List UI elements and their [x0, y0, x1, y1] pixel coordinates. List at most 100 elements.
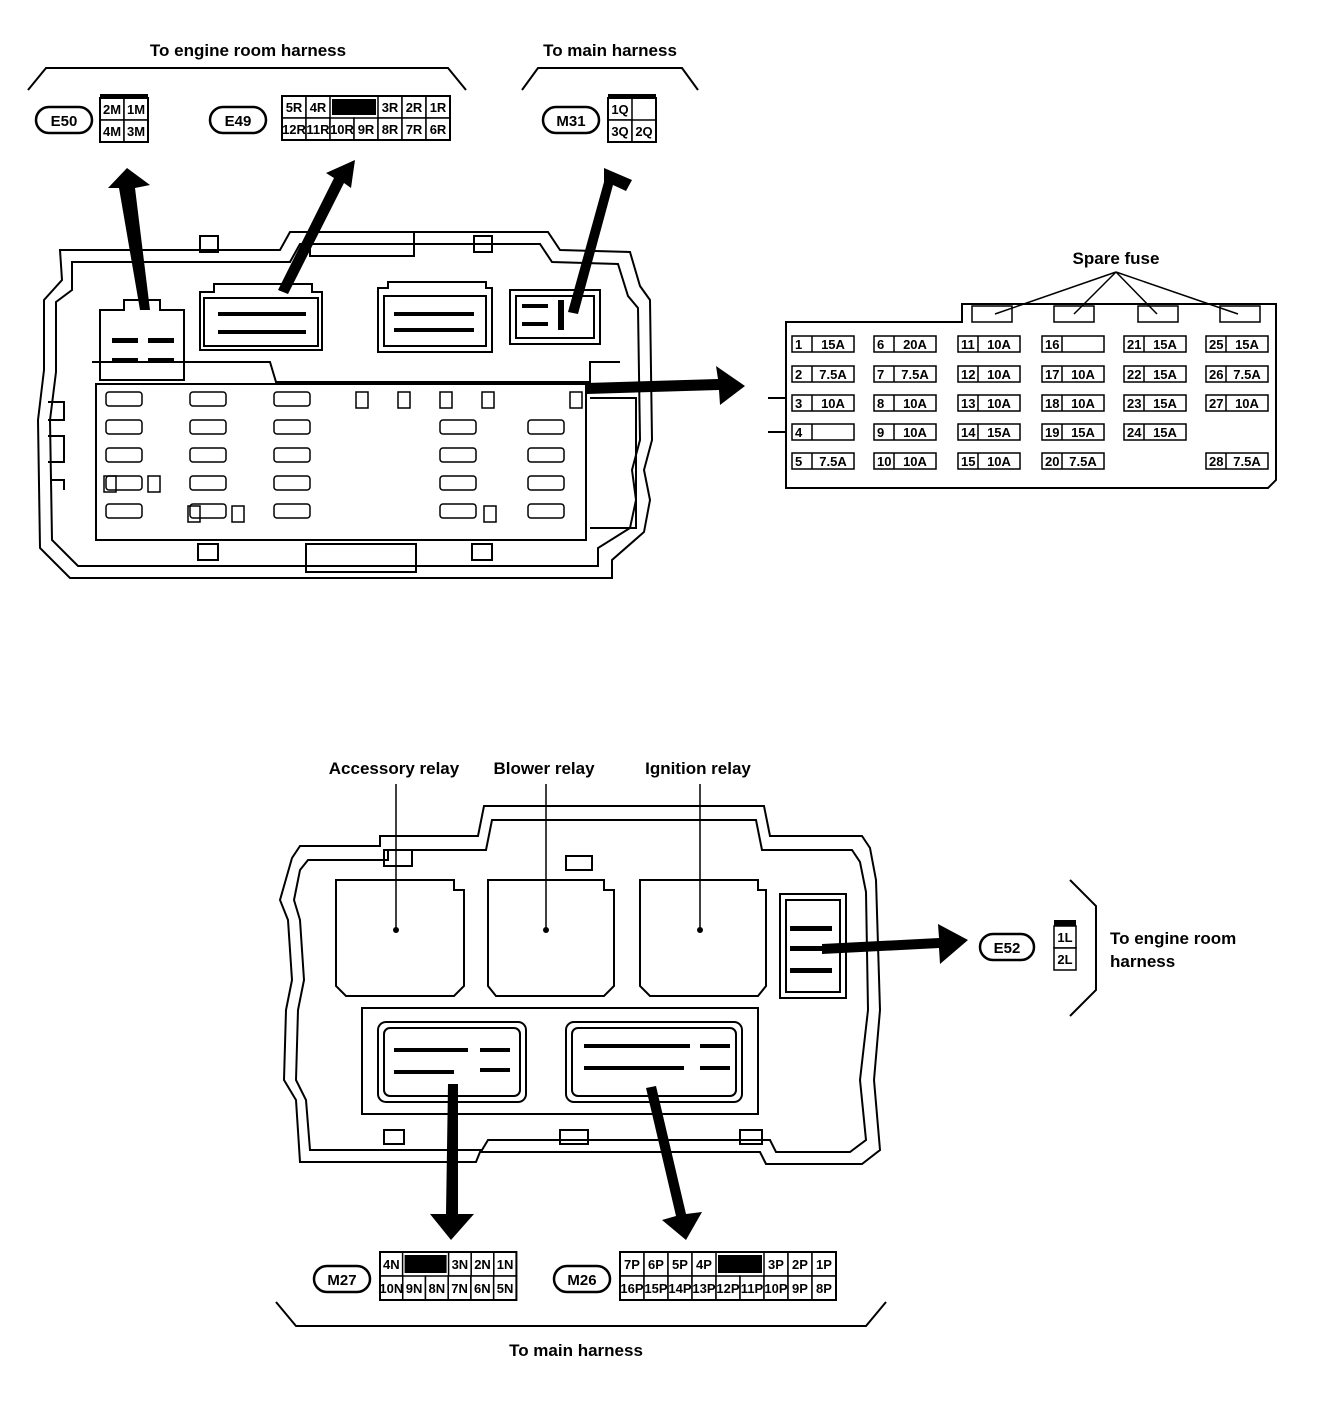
- fuse-cell: [791, 423, 855, 441]
- fuse-slot: [189, 475, 227, 491]
- bottom-relay-block: [278, 805, 882, 1165]
- fuse-number: 9: [877, 425, 884, 440]
- fuse-amperage: 15A: [1153, 367, 1177, 382]
- bottom-main-harness-bracket: [275, 1301, 887, 1327]
- fuse-amperage: 10A: [987, 396, 1011, 411]
- pin-label: 5N: [497, 1281, 514, 1296]
- fuse-slot-small: [147, 475, 161, 493]
- fuse-amperage: 10A: [903, 396, 927, 411]
- bottom-main-harness-label: To main harness: [509, 1341, 643, 1360]
- pin-label: 2M: [103, 102, 121, 117]
- spare-fuse-slot: [1219, 305, 1261, 323]
- fuse-number: 22: [1127, 367, 1141, 382]
- fuse-number: 24: [1127, 425, 1142, 440]
- pin-label: 3M: [127, 124, 145, 139]
- spare-fuse-slot: [1137, 305, 1179, 323]
- fuse-amperage: 15A: [987, 425, 1011, 440]
- fuse-cell: [1123, 423, 1187, 441]
- pin-cavity-blocked: [718, 1255, 762, 1273]
- fuse-number: 25: [1209, 337, 1223, 352]
- fuse-slot: [273, 447, 311, 463]
- arrows-bottom: [430, 924, 968, 1240]
- fuse-slot: [527, 503, 565, 519]
- fuse-slot-small: [187, 505, 201, 523]
- pin-label: 9R: [358, 122, 375, 137]
- pin-label: 10P: [764, 1281, 787, 1296]
- fuse-amperage: 10A: [987, 454, 1011, 469]
- pin-label: 10R: [330, 122, 354, 137]
- fuse-amperage: 10A: [903, 425, 927, 440]
- fuse-slot: [439, 475, 477, 491]
- fuse-slot: [439, 503, 477, 519]
- fuse-cell: [1041, 423, 1105, 441]
- top-engine-harness-label: To engine room harness: [150, 41, 346, 60]
- fuse-cell: [1041, 452, 1105, 470]
- arrow-to-fuse-panel: [586, 366, 745, 405]
- fuse-slot: [105, 475, 143, 491]
- spare-fuse-leaders: [994, 271, 1239, 315]
- pin-label: 2R: [406, 100, 423, 115]
- arrows-top: [108, 160, 745, 405]
- pin-label: 15P: [644, 1281, 667, 1296]
- fuse-amperage: 10A: [1071, 396, 1095, 411]
- fuse-slot: [527, 447, 565, 463]
- fuse-number: 12: [961, 367, 975, 382]
- fuse-slot: [273, 475, 311, 491]
- top-engine-harness-bracket: [27, 67, 467, 91]
- fuse-number: 3: [795, 396, 802, 411]
- connector-frame: [281, 95, 451, 141]
- spare-fuse-slot: [971, 305, 1013, 323]
- fuse-cell: [791, 335, 855, 353]
- fuse-cell: [873, 452, 937, 470]
- pin-cavity-blocked: [404, 1255, 447, 1273]
- fuse-amperage: 7.5A: [901, 367, 929, 382]
- fuse-slot: [189, 391, 227, 407]
- fuse-cell: [1123, 365, 1187, 383]
- arrow-to-e52: [822, 924, 968, 964]
- pin-label: 4N: [383, 1257, 400, 1272]
- top-main-harness-bracket: [521, 67, 699, 91]
- fuse-cell: [791, 394, 855, 412]
- fuse-cell: [1205, 335, 1269, 353]
- pin-label: 2Q: [635, 124, 652, 139]
- fuse-cell: [791, 365, 855, 383]
- connector-key-bar: [1054, 920, 1076, 926]
- fuse-number: 4: [795, 425, 803, 440]
- fuse-amperage: 7.5A: [1069, 454, 1097, 469]
- pin-label: 6N: [474, 1281, 491, 1296]
- pin-cell: [1053, 947, 1077, 971]
- fuse-slot: [439, 447, 477, 463]
- fuse-amperage: 15A: [1071, 425, 1095, 440]
- fuse-slot: [273, 391, 311, 407]
- e52-harness-bracket: [1069, 879, 1097, 1017]
- fuse-cell: [873, 394, 937, 412]
- fuse-cell: [1041, 335, 1105, 353]
- connector-e49-id: E49: [225, 113, 252, 130]
- connector-frame: [619, 1251, 837, 1301]
- fuse-slot: [273, 419, 311, 435]
- spare-fuse-label: Spare fuse: [1073, 249, 1160, 268]
- fuse-slot-small: [397, 391, 411, 409]
- fuse-number: 10: [877, 454, 891, 469]
- pin-label: 12P: [716, 1281, 739, 1296]
- e52-harness-label-line2: harness: [1110, 952, 1175, 971]
- connector-m27-id: M27: [327, 1272, 356, 1289]
- connector-key-bar: [608, 94, 656, 98]
- fuse-number: 23: [1127, 396, 1141, 411]
- e52-harness-label-line1: To engine room: [1110, 929, 1236, 948]
- relay-dots: [393, 927, 703, 933]
- pin-label: 6R: [430, 122, 447, 137]
- fuse-amperage: 10A: [903, 454, 927, 469]
- spare-fuse-slot: [1053, 305, 1095, 323]
- fuse-slot: [189, 503, 227, 519]
- blower-relay-label: Blower relay: [493, 759, 595, 778]
- fuse-amperage: 10A: [987, 337, 1011, 352]
- fuse-amperage: 15A: [1153, 337, 1177, 352]
- fuse-cell: [873, 423, 937, 441]
